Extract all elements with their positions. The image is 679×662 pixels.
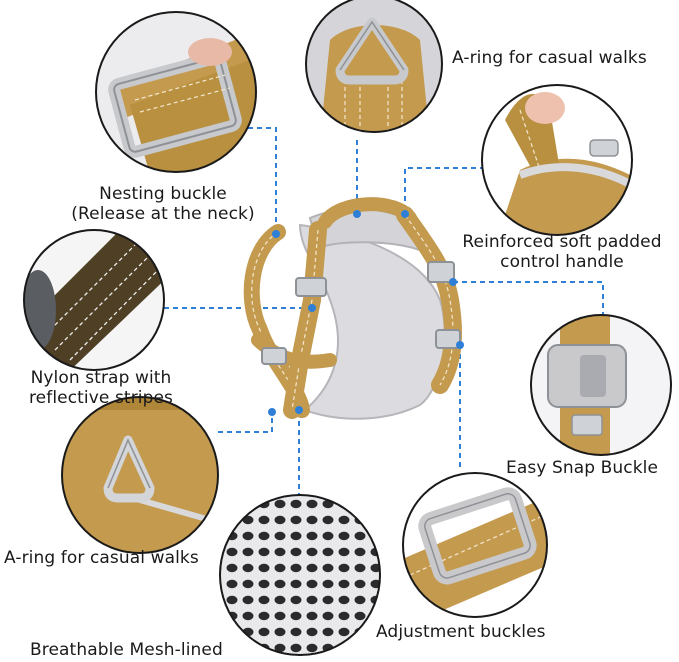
label-a-ring-bottom: A-ring for casual walks: [4, 548, 199, 568]
detail-circle-adjustment: [402, 472, 548, 618]
label-mesh: Breathable Mesh-lined: [30, 640, 223, 660]
a-ring-icon: [335, 17, 409, 85]
harness-side-buckle: [427, 261, 455, 283]
harness-right-strap: [396, 206, 462, 394]
harness-chest-buckle: [261, 347, 287, 365]
detail-circle-control-handle: [481, 84, 633, 236]
a-ring-icon-bottom: [103, 435, 155, 503]
leader-a-ring-bottom: [218, 412, 273, 433]
detail-circle-snap-buckle: [530, 314, 672, 456]
leader-snap-buckle: [453, 281, 604, 318]
label-nylon-strap: Nylon strap with reflective stripes: [6, 368, 196, 408]
label-nesting-buckle-line1: Nesting buckle: [99, 184, 227, 204]
harness-illustration: [243, 197, 464, 420]
leader-nesting-buckle: [248, 127, 277, 232]
detail-circle-a-ring-top: [305, 0, 443, 133]
detail-circle-mesh: [219, 494, 381, 656]
harness-lower-buckle: [435, 329, 461, 349]
callout-markers: [268, 210, 464, 416]
detail-circle-a-ring-bottom: [61, 396, 219, 554]
detail-circle-nylon-strap: [23, 229, 165, 371]
label-control-handle-line2: control handle: [500, 252, 624, 272]
label-adjustment: Adjustment buckles: [376, 622, 546, 642]
harness-mesh-body: [298, 223, 446, 420]
leader-lines: [164, 127, 604, 496]
label-snap-buckle: Easy Snap Buckle: [506, 458, 659, 478]
label-nylon-strap-line2: reflective stripes: [28, 388, 174, 408]
label-nesting-buckle: Nesting buckle (Release at the neck): [40, 184, 286, 224]
harness-chest-strap: [251, 333, 337, 369]
label-control-handle-line1: Reinforced soft padded: [462, 232, 662, 252]
detail-circle-nesting-buckle: [95, 11, 257, 173]
label-nylon-strap-line1: Nylon strap with: [30, 368, 172, 388]
label-nesting-buckle-line2: (Release at the neck): [71, 204, 255, 224]
leader-control-handle: [404, 167, 485, 212]
label-a-ring-top: A-ring for casual walks: [452, 48, 647, 68]
harness-top-buckle: [295, 277, 327, 297]
label-control-handle: Reinforced soft padded control handle: [448, 232, 676, 272]
